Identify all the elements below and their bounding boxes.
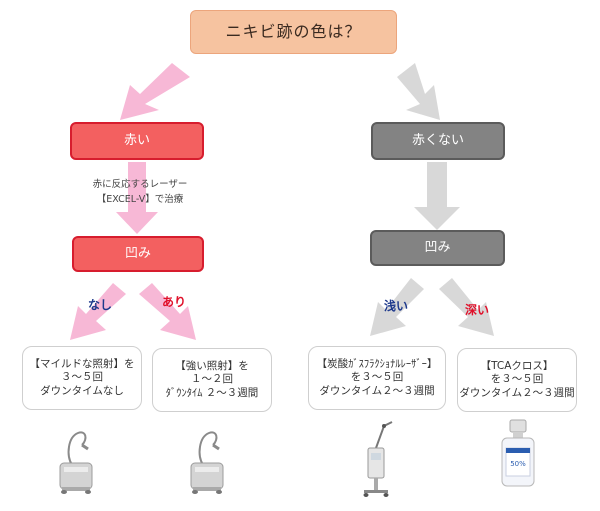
arrow-dent-to-deep (439, 278, 494, 336)
outcome-co2: 【炭酸ｶﾞｽﾌﾗｸｼｮﾅﾙﾚｰｻﾞｰ】 を３〜５回 ダウンタイム２〜３週間 (308, 346, 446, 410)
outcome-co2-line3: ダウンタイム２〜３週間 (319, 384, 435, 397)
outcome-co2-line1: 【炭酸ｶﾞｽﾌﾗｸｼｮﾅﾙﾚｰｻﾞｰ】 (316, 357, 438, 370)
question-title: ニキビ跡の色は？ (190, 10, 397, 54)
arrow-gray-to-dent (414, 162, 460, 230)
co2-laser-image (363, 421, 393, 497)
question-title-text: ニキビ跡の色は？ (225, 21, 362, 41)
laser-note-line2: 【EXCEL-V】で治療 (96, 193, 184, 205)
outcome-mild-line1: 【マイルドな照射】を (29, 357, 135, 370)
bottle-label: 50% (510, 460, 526, 468)
gray-dent-node: 凹み (370, 230, 505, 266)
outcome-mild-line3: ダウンタイムなし (40, 384, 124, 397)
gray-dent-label: 凹み (424, 239, 451, 255)
outcome-strong-line3: ﾀﾞｳﾝﾀｲﾑ ２〜３週間 (165, 386, 259, 399)
outcome-tca-line1: 【TCAクロス】 (480, 359, 554, 372)
arrow-dent-to-shallow (370, 278, 424, 336)
outcome-tca-line3: ダウンタイム２〜３週間 (459, 386, 575, 399)
arrow-dent-to-yes (139, 283, 196, 340)
laser-note-line1: 赤に反応するレーザー (92, 179, 188, 190)
outcome-mild-line2: ３〜５回 (61, 371, 103, 384)
outcome-strong: 【強い照射】を １〜２回 ﾀﾞｳﾝﾀｲﾑ ２〜３週間 (152, 348, 272, 412)
laser-device-image-1 (59, 431, 93, 494)
gray-node: 赤くない (371, 122, 505, 160)
outcome-mild: 【マイルドな照射】を ３〜５回 ダウンタイムなし (22, 346, 142, 410)
laser-device-image-2 (190, 431, 224, 494)
outcome-strong-line1: 【強い照射】を (175, 359, 249, 372)
arrow-title-to-red (120, 63, 190, 120)
laser-note: 赤に反応するレーザー 【EXCEL-V】で治療 (60, 178, 220, 207)
outcome-strong-line2: １〜２回 (191, 373, 233, 386)
tca-bottle-image: 50% (501, 419, 535, 487)
branch-shallow: 浅い (384, 299, 409, 313)
arrow-title-to-gray (397, 63, 440, 120)
arrow-dent-to-none (70, 283, 126, 340)
outcome-tca: 【TCAクロス】 を３〜５回 ダウンタイム２〜３週間 (457, 348, 577, 412)
red-node: 赤い (70, 122, 204, 160)
branch-yes: あり (162, 295, 187, 309)
gray-node-label: 赤くない (411, 132, 464, 148)
branch-deep: 深い (465, 303, 490, 317)
red-node-label: 赤い (123, 132, 150, 148)
red-dent-node: 凹み (72, 236, 204, 272)
outcome-tca-line2: を３〜５回 (490, 373, 544, 386)
outcome-co2-line2: を３〜５回 (350, 371, 404, 384)
arrow-red-to-dent (116, 162, 158, 234)
branch-none: なし (88, 298, 113, 312)
red-dent-label: 凹み (124, 245, 151, 261)
